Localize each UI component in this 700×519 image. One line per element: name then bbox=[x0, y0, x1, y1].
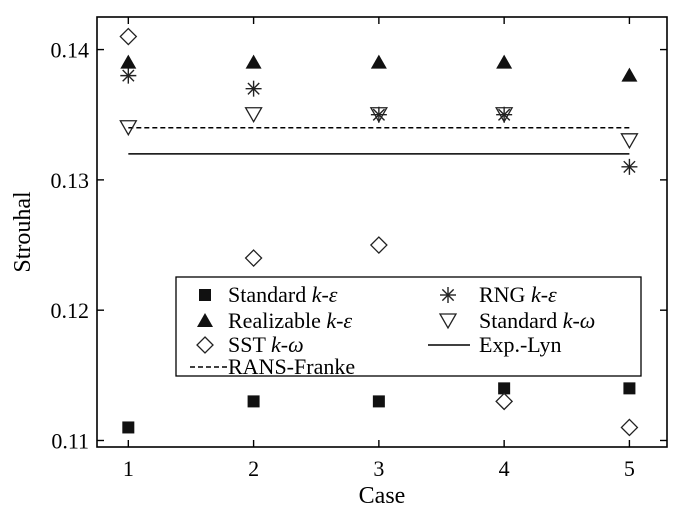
point-standard-k-omega-1 bbox=[119, 120, 138, 137]
point-rng-k-epsilon-3-stroke-3 bbox=[372, 108, 386, 121]
legend-symbol-realizable-k-epsilon bbox=[197, 313, 213, 327]
legend-label-sst-k-omega-plain: SST bbox=[228, 332, 271, 357]
legend-symbol-realizable-k-epsilon-shape bbox=[197, 313, 213, 327]
point-realizable-k-epsilon-4-shape bbox=[496, 54, 513, 69]
legend-label-standard-k-omega: Standard k-ω bbox=[479, 308, 595, 333]
plot-frame bbox=[96, 16, 668, 448]
y-tick-label-3: 0.14 bbox=[51, 38, 90, 63]
point-standard-k-omega-5 bbox=[620, 133, 639, 150]
point-realizable-k-epsilon-2 bbox=[245, 54, 262, 69]
legend-label-realizable-k-epsilon-italic: k-ε bbox=[326, 308, 352, 333]
point-standard-k-epsilon-2 bbox=[247, 395, 260, 408]
point-sst-k-omega-3-shape bbox=[369, 236, 388, 254]
point-standard-k-omega-3 bbox=[369, 107, 388, 124]
point-standard-k-epsilon-4 bbox=[498, 382, 511, 395]
point-rng-k-epsilon-1 bbox=[120, 67, 137, 84]
ticks-layer: 1 2 3 4 5 0.11 0.12 0.13 0.14 bbox=[51, 17, 667, 481]
legend-label-realizable-k-epsilon-plain: Realizable bbox=[228, 308, 326, 333]
point-sst-k-omega-5-shape bbox=[620, 418, 639, 437]
point-sst-k-omega-4 bbox=[495, 392, 514, 411]
point-standard-k-epsilon-3-shape bbox=[372, 395, 385, 408]
legend-label-exp-lyn-plain: Exp.-Lyn bbox=[479, 332, 562, 357]
legend-label-standard-k-omega-italic: k-ω bbox=[563, 308, 596, 333]
point-realizable-k-epsilon-5 bbox=[621, 67, 638, 82]
legend-label-rng-k-epsilon: RNG k-ε bbox=[479, 282, 557, 307]
point-sst-k-omega-1 bbox=[119, 27, 138, 46]
legend-label-standard-k-epsilon-italic: k-ε bbox=[312, 282, 338, 307]
point-standard-k-epsilon-5-shape bbox=[623, 382, 636, 395]
legend-label-sst-k-omega: SST k-ω bbox=[228, 332, 304, 357]
y-axis-label: Strouhal bbox=[10, 191, 36, 273]
x-tick-label-4: 4 bbox=[499, 456, 510, 481]
point-standard-k-epsilon-5 bbox=[623, 382, 636, 395]
point-standard-k-omega-1-shape bbox=[119, 120, 138, 137]
legend-label-standard-k-epsilon-plain: Standard bbox=[228, 282, 312, 307]
x-tick-label-1: 1 bbox=[123, 456, 134, 481]
legend-symbol-rng-k-epsilon-stroke-3 bbox=[441, 288, 455, 302]
y-tick-label-2: 0.13 bbox=[51, 168, 90, 193]
point-sst-k-omega-2-shape bbox=[244, 249, 263, 267]
legend-symbol-sst-k-omega bbox=[196, 336, 214, 354]
point-realizable-k-epsilon-3 bbox=[370, 54, 387, 69]
x-tick-label-3: 3 bbox=[373, 456, 384, 481]
point-standard-k-omega-4 bbox=[495, 107, 514, 124]
point-realizable-k-epsilon-5-shape bbox=[621, 67, 638, 82]
point-rng-k-epsilon-2 bbox=[245, 80, 262, 97]
point-standard-k-epsilon-1 bbox=[122, 421, 135, 434]
legend-label-standard-k-epsilon: Standard k-ε bbox=[228, 282, 338, 307]
point-sst-k-omega-2 bbox=[244, 249, 263, 267]
point-realizable-k-epsilon-1 bbox=[120, 54, 137, 69]
point-realizable-k-epsilon-1-shape bbox=[120, 54, 137, 69]
point-standard-k-omega-3-shape bbox=[369, 107, 388, 124]
legend-symbol-standard-k-epsilon-shape bbox=[199, 289, 211, 301]
x-tick-label-2: 2 bbox=[248, 456, 259, 481]
point-sst-k-omega-1-shape bbox=[119, 27, 138, 46]
legend-label-rans-franke-plain: RANS-Franke bbox=[228, 354, 355, 379]
point-standard-k-omega-4-shape bbox=[495, 107, 514, 124]
legend-label-rng-k-epsilon-italic: k-ε bbox=[531, 282, 557, 307]
legend-symbol-standard-k-omega-shape bbox=[438, 313, 458, 330]
point-rng-k-epsilon-4-stroke-3 bbox=[497, 108, 511, 121]
y-tick-label-1: 0.12 bbox=[51, 298, 90, 323]
point-rng-k-epsilon-3 bbox=[370, 106, 387, 123]
point-standard-k-epsilon-3 bbox=[372, 395, 385, 408]
point-standard-k-omega-2-shape bbox=[244, 107, 263, 124]
point-sst-k-omega-4-shape bbox=[495, 392, 514, 411]
point-standard-k-epsilon-2-shape bbox=[247, 395, 260, 408]
legend-label-rans-franke: RANS-Franke bbox=[228, 354, 355, 379]
legend-symbol-standard-k-omega bbox=[438, 313, 458, 330]
point-sst-k-omega-5 bbox=[620, 418, 639, 437]
point-realizable-k-epsilon-3-shape bbox=[370, 54, 387, 69]
point-standard-k-omega-5-shape bbox=[620, 133, 639, 150]
legend-symbol-sst-k-omega-shape bbox=[196, 336, 214, 354]
point-rng-k-epsilon-2-stroke-3 bbox=[247, 82, 260, 95]
point-standard-k-epsilon-1-shape bbox=[122, 421, 135, 434]
markers-layer bbox=[119, 27, 639, 437]
reference-lines-layer bbox=[128, 127, 630, 155]
point-realizable-k-epsilon-2-shape bbox=[245, 54, 262, 69]
legend-symbol-rng-k-epsilon bbox=[440, 287, 456, 303]
point-rng-k-epsilon-5-stroke-3 bbox=[623, 160, 636, 173]
legend-label-standard-k-omega-plain: Standard bbox=[479, 308, 563, 333]
x-tick-label-5: 5 bbox=[624, 456, 635, 481]
legend-symbol-standard-k-epsilon bbox=[199, 289, 211, 301]
point-rng-k-epsilon-1-stroke-3 bbox=[122, 69, 135, 82]
y-tick-label-0: 0.11 bbox=[51, 428, 89, 453]
legend-label-sst-k-omega-italic: k-ω bbox=[271, 332, 304, 357]
point-sst-k-omega-3 bbox=[369, 236, 388, 254]
legend-box bbox=[175, 276, 642, 377]
point-standard-k-epsilon-4-shape bbox=[498, 382, 511, 395]
x-axis-label: Case bbox=[359, 483, 406, 509]
legend-label-realizable-k-epsilon: Realizable k-ε bbox=[228, 308, 352, 333]
point-realizable-k-epsilon-4 bbox=[496, 54, 513, 69]
point-rng-k-epsilon-5 bbox=[621, 158, 638, 175]
point-standard-k-omega-2 bbox=[244, 107, 263, 124]
point-rng-k-epsilon-4 bbox=[496, 106, 513, 123]
legend-label-rng-k-epsilon-plain: RNG bbox=[479, 282, 531, 307]
legend-label-exp-lyn: Exp.-Lyn bbox=[479, 332, 562, 357]
